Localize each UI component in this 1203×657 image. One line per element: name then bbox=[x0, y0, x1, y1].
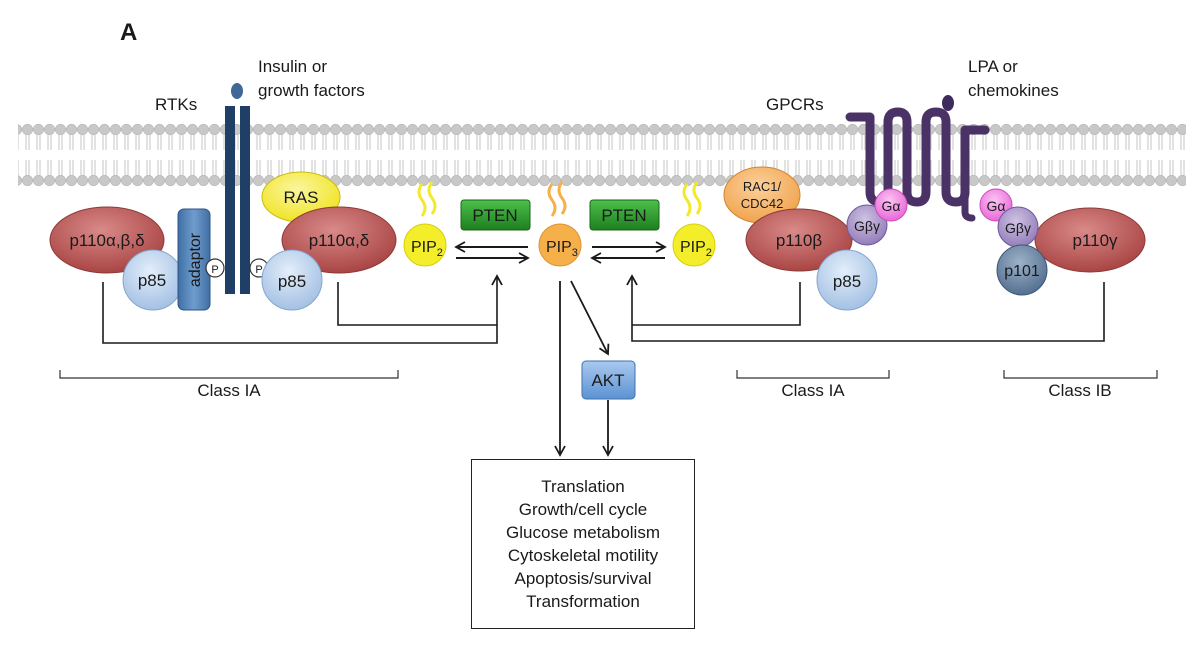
cell-membrane bbox=[18, 124, 1186, 186]
p110-g-subunit bbox=[1034, 207, 1146, 273]
rtk-receptor-left-strand bbox=[225, 106, 235, 294]
phosphate-left-label: P bbox=[211, 264, 218, 276]
arrow-pip3-to-akt bbox=[570, 280, 610, 356]
connector-class-ib bbox=[626, 274, 1105, 342]
output-growth-cell-cycle: Growth/cell cycle bbox=[518, 500, 648, 519]
output-apoptosis-survival: Apoptosis/survival bbox=[514, 569, 652, 588]
bracket-class-ib bbox=[1003, 370, 1158, 379]
pip3-tails bbox=[547, 181, 567, 217]
akt-label: AKT bbox=[591, 371, 624, 390]
class-ib-label: Class IB bbox=[1048, 381, 1111, 400]
output-translation: Translation bbox=[541, 477, 625, 496]
gpcrs-label: GPCRs bbox=[766, 95, 824, 114]
pip3-label: PIP3 bbox=[546, 239, 578, 259]
ga-right-label: Gα bbox=[987, 198, 1006, 214]
pip3-head bbox=[538, 223, 582, 267]
ligand-label-left-line1: Insulin or bbox=[258, 57, 327, 76]
cellular-outputs-box: Translation Growth/cell cycle Glucose me… bbox=[471, 459, 695, 629]
panel-label: A bbox=[120, 19, 137, 46]
rtks-label: RTKs bbox=[155, 95, 197, 114]
pip2-left-label: PIP2 bbox=[411, 239, 443, 259]
phosphate-left bbox=[205, 258, 225, 278]
output-transformation: Transformation bbox=[526, 592, 640, 611]
pip2-left-tails bbox=[417, 181, 437, 217]
p110-g-label: p110γ bbox=[1072, 231, 1118, 250]
pip2-right-label: PIP2 bbox=[680, 239, 712, 259]
gbg-left-subunit bbox=[846, 204, 888, 246]
ligand-label-right-line1: LPA or bbox=[968, 57, 1018, 76]
p85-right-subunit bbox=[816, 249, 878, 311]
p110-b-label: p110β bbox=[776, 231, 823, 250]
p110-abd-label: p110α,β,δ bbox=[69, 231, 144, 250]
p101-subunit bbox=[996, 244, 1048, 296]
ras-label: RAS bbox=[284, 188, 319, 207]
pip2-right-tails bbox=[682, 181, 702, 217]
akt-kinase bbox=[581, 360, 636, 400]
ligand-label-left-line2: growth factors bbox=[258, 81, 365, 100]
adaptor-protein bbox=[177, 208, 211, 311]
pten-left bbox=[460, 199, 531, 231]
p110-ad-label: p110α,δ bbox=[309, 231, 370, 250]
p85-mid-label: p85 bbox=[278, 272, 306, 291]
gbg-right-label: Gβγ bbox=[1005, 220, 1031, 236]
ligand-label-right-line2: chemokines bbox=[968, 81, 1059, 100]
pten-left-label: PTEN bbox=[472, 206, 517, 225]
bracket-class-ia-left bbox=[59, 370, 399, 379]
growth-factor-ligand bbox=[231, 83, 243, 99]
pten-right-label: PTEN bbox=[601, 206, 646, 225]
phosphate-right-label: P bbox=[255, 264, 262, 276]
lpa-ligand bbox=[942, 95, 954, 111]
p101-label: p101 bbox=[1004, 263, 1040, 280]
bracket-class-ia-right bbox=[736, 370, 890, 379]
connector-left-class-ia bbox=[102, 274, 503, 344]
p85-mid-subunit bbox=[261, 249, 323, 311]
pip2-right-head bbox=[672, 223, 716, 267]
connector-mid-class-ia bbox=[337, 282, 497, 326]
pten-right bbox=[589, 199, 660, 231]
p110-b-subunit bbox=[745, 208, 853, 272]
ga-left-subunit bbox=[874, 188, 908, 222]
ga-left-label: Gα bbox=[882, 198, 901, 214]
rac1-label-line1: RAC1/ bbox=[743, 179, 782, 194]
p85-right-label: p85 bbox=[833, 272, 861, 291]
rtk-receptor-right-strand bbox=[240, 106, 250, 294]
output-glucose-metabolism: Glucose metabolism bbox=[505, 523, 660, 542]
connector-right-class-ia bbox=[632, 282, 801, 326]
output-cytoskeletal-motility: Cytoskeletal motility bbox=[507, 546, 659, 565]
pip2-left-head bbox=[403, 223, 447, 267]
class-ia-right-label: Class IA bbox=[781, 381, 845, 400]
rac1-label-line2: CDC42 bbox=[741, 196, 784, 211]
gbg-left-label: Gβγ bbox=[854, 218, 880, 234]
class-ia-left-label: Class IA bbox=[197, 381, 261, 400]
adaptor-label: adaptor bbox=[187, 232, 204, 287]
p85-left-label: p85 bbox=[138, 271, 166, 290]
gpcr-tail bbox=[961, 188, 976, 222]
